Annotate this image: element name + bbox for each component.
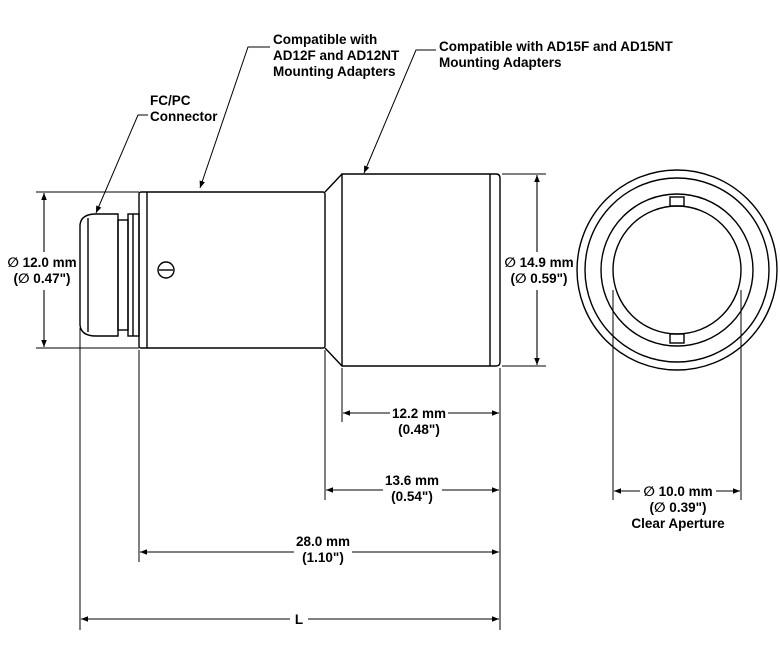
ad12-leader (199, 46, 270, 189)
len136-in-label: (0.54") (391, 489, 433, 504)
leader-lines (95, 46, 436, 214)
dia12-mm-label: ∅ 12.0 mm (7, 255, 76, 270)
aperture-mm-label: ∅ 10.0 mm (643, 484, 712, 499)
clear-aperture-circle (612, 205, 742, 335)
aperture-in-label: (∅ 0.39") (650, 500, 707, 515)
ad15-label-line2: Mounting Adapters (439, 55, 562, 70)
ad15-label-line1: Compatible with AD15F and AD15NT (439, 39, 674, 54)
ad15-leader (363, 49, 436, 174)
callouts: FC/PC Connector Compatible with AD12F an… (150, 32, 674, 124)
fc-label-line2: Connector (150, 109, 218, 124)
clear-aperture-label: Clear Aperture (631, 516, 725, 531)
fc-leader (95, 114, 148, 214)
fc-connector-body (79, 213, 119, 337)
fc-connector-collar (117, 219, 129, 331)
ad12-label-line3: Mounting Adapters (273, 64, 396, 79)
outer-ring-inner-edge (584, 177, 770, 363)
notch-bottom (669, 333, 685, 344)
dia149-mm-label: ∅ 14.9 mm (504, 255, 573, 270)
side-view (79, 173, 501, 367)
dimension-text: ∅ 12.0 mm (∅ 0.47") ∅ 14.9 mm (∅ 0.59") … (7, 255, 725, 627)
barrel-ring (600, 193, 754, 347)
len136-mm-label: 13.6 mm (385, 473, 439, 488)
len122-mm-label: 12.2 mm (392, 406, 446, 421)
dimension-lines (41, 175, 740, 622)
extension-lines (36, 173, 742, 630)
set-screw (157, 261, 175, 279)
ad12-label-line1: Compatible with (273, 32, 377, 47)
dia12-in-label: (∅ 0.47") (14, 271, 71, 286)
dia149-in-label: (∅ 0.59") (511, 271, 568, 286)
len280-in-label: (1.10") (302, 550, 344, 565)
fc-label-line1: FC/PC (150, 93, 191, 108)
total-length-label: L (295, 612, 303, 627)
ad12-label-line2: AD12F and AD12NT (273, 48, 400, 63)
notch-top (669, 196, 685, 207)
small-housing (138, 191, 326, 349)
len280-mm-label: 28.0 mm (296, 534, 350, 549)
taper-section (324, 173, 343, 367)
len122-in-label: (0.48") (398, 422, 440, 437)
outer-ring (576, 169, 778, 371)
large-housing (341, 173, 501, 367)
end-view (576, 169, 778, 371)
